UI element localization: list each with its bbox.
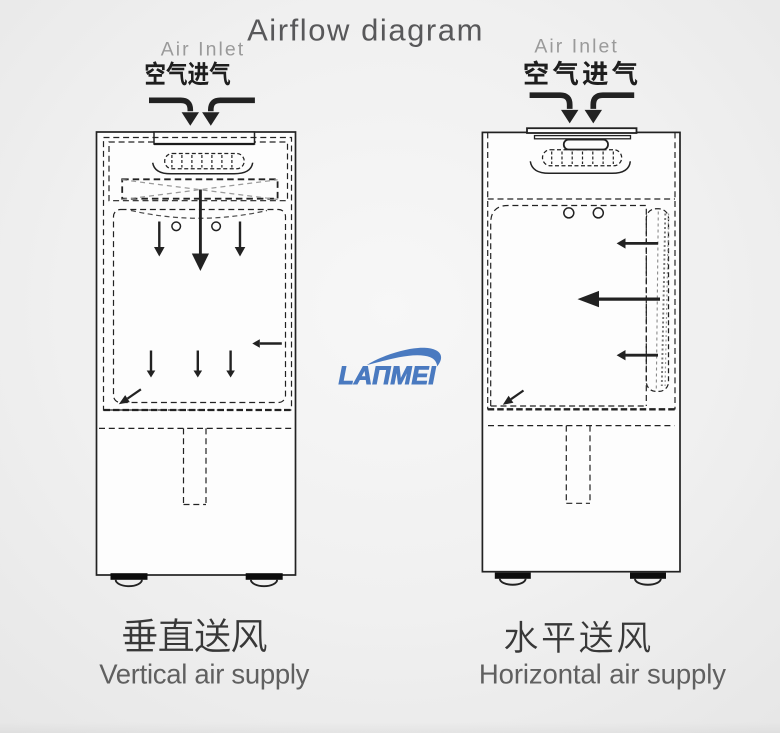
svg-text:Air Inlet: Air Inlet: [161, 39, 246, 61]
svg-text:Vertical air supply: Vertical air supply: [99, 659, 309, 690]
svg-text:Horizontal air supply: Horizontal air supply: [479, 659, 726, 690]
svg-text:Airflow diagram: Airflow diagram: [247, 13, 484, 48]
svg-text:Air Inlet: Air Inlet: [534, 36, 619, 58]
svg-text:LAΠMEI: LAΠMEI: [339, 362, 437, 390]
